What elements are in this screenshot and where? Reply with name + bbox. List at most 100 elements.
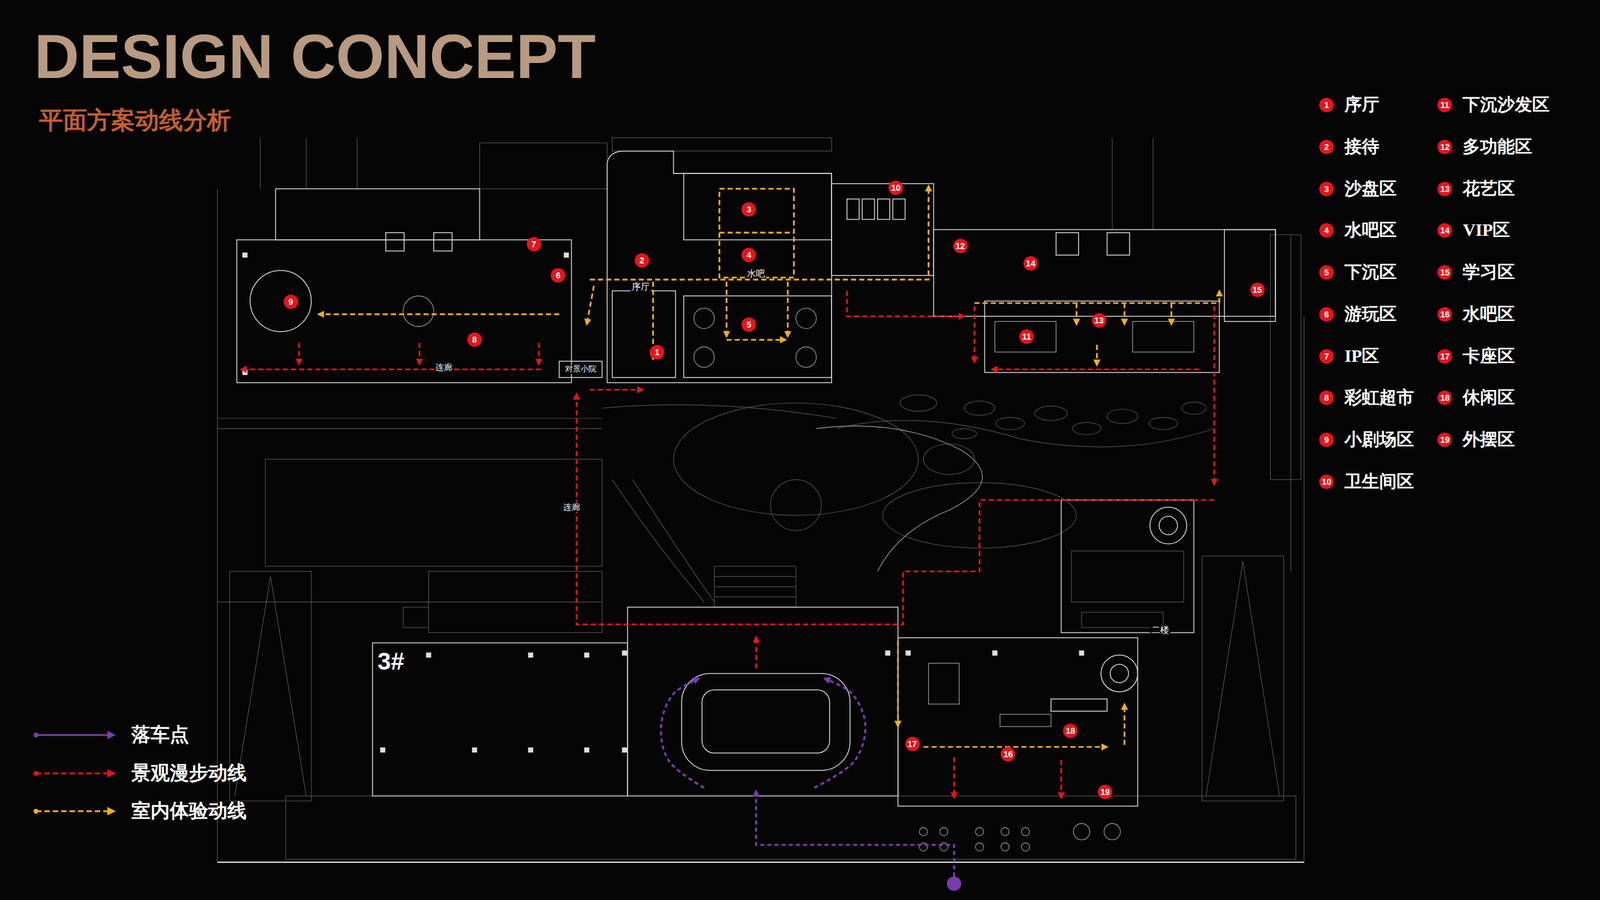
plan-line (1111, 137, 1113, 230)
callout-circle: 9 (283, 294, 299, 309)
callout-number: 13 (1440, 184, 1451, 194)
plan-ellipse (899, 394, 937, 411)
plan-outline (862, 199, 875, 220)
flow-line (847, 290, 965, 317)
plan-outline (847, 199, 860, 220)
column (425, 652, 432, 659)
plan-outline (994, 321, 1056, 353)
plan-outline (1055, 232, 1079, 255)
plan-ellipse (770, 479, 822, 531)
plan-circle (919, 827, 928, 836)
key-name: 下沉区 (1344, 260, 1397, 285)
plan-outline (898, 637, 1139, 807)
callout-marker: 19 (1097, 784, 1113, 800)
flow-line (1170, 302, 1173, 325)
key-name: 下沉沙发区 (1462, 92, 1550, 117)
plan-outline (236, 239, 572, 383)
plan-outline (372, 642, 628, 796)
callout-circle: 14 (1023, 256, 1038, 271)
key-name: 彩虹超市 (1344, 385, 1415, 410)
plan-label: 连廊 (562, 502, 582, 512)
column (242, 369, 248, 375)
plan-circle (1150, 506, 1187, 544)
flow-line (1060, 760, 1062, 798)
callout-circle: 5 (741, 317, 756, 332)
plan-path (1205, 560, 1280, 796)
plan-ellipse (923, 443, 975, 475)
plan-circle (1021, 827, 1031, 836)
plan-label: 序厅 (630, 281, 651, 292)
plan-line (714, 586, 797, 587)
callout-number: 17 (1440, 351, 1451, 362)
column (992, 650, 998, 656)
plan-outline (1202, 556, 1284, 801)
callout-marker: 14 (1023, 256, 1038, 271)
plan-circle (796, 308, 817, 329)
callout-marker: 3 (741, 202, 756, 217)
flow-line (953, 757, 956, 798)
plan-outline (612, 290, 676, 378)
callout-circle: 8 (467, 332, 482, 347)
callout-circle: 18 (1063, 723, 1078, 738)
key-item: 11下沉沙发区 (1437, 92, 1550, 117)
callout-circle: 16 (1437, 307, 1452, 322)
callout-number: 10 (1321, 476, 1332, 487)
callout-circle: 15 (1437, 265, 1452, 280)
flow-line (719, 188, 794, 278)
plan-ellipse (995, 417, 1025, 430)
callout-circle: 19 (1097, 784, 1113, 800)
callout-circle: 6 (550, 268, 566, 283)
callout-number: 6 (1324, 309, 1329, 320)
callout-number: 12 (1440, 142, 1451, 152)
column (527, 747, 534, 753)
callout-number: 8 (1324, 392, 1329, 403)
callout-circle: 17 (1437, 349, 1452, 364)
callout-circle: 2 (634, 253, 650, 268)
plan-circle (1100, 655, 1138, 692)
key-name: 外摆区 (1462, 427, 1515, 452)
flow-line (814, 678, 866, 788)
plan-outline (701, 689, 830, 753)
key-item: 9小剧场区 (1319, 427, 1415, 452)
callout-circle: 12 (953, 238, 968, 254)
column (622, 650, 628, 656)
plan-line (259, 137, 261, 189)
plan-ellipse (964, 400, 995, 416)
callout-number: 16 (1440, 309, 1451, 320)
column (622, 747, 628, 753)
key-name: 花艺区 (1462, 176, 1515, 201)
callout-marker: 2 (634, 253, 650, 268)
callout-number: 19 (1100, 787, 1110, 797)
flow-line (726, 338, 786, 341)
context-lines (217, 137, 1304, 863)
key-item: 1序厅 (1319, 92, 1380, 117)
callout-marker: 8 (467, 332, 482, 347)
callout-circle: 7 (526, 236, 542, 252)
callout-number: 19 (1440, 434, 1451, 445)
plan-outline (403, 607, 429, 628)
subtitle: 平面方案动线分析 (38, 106, 231, 135)
plan-outline (1132, 321, 1194, 353)
plan-path (607, 151, 832, 383)
plan-line (714, 596, 797, 597)
flow-line (661, 678, 705, 788)
legend-sample (32, 805, 117, 818)
callout-marker: 12 (953, 238, 968, 254)
plan-outline (681, 673, 851, 771)
callout-number: 4 (746, 250, 752, 260)
plan-outline (714, 566, 797, 608)
page-title: DESIGN CONCEPT (34, 25, 596, 88)
legend-text: 景观漫步动线 (131, 760, 247, 787)
plan-ellipse (1106, 409, 1138, 424)
flow-line (787, 281, 789, 337)
key-item: 12多功能区 (1437, 134, 1533, 159)
callout-circle: 8 (1319, 390, 1334, 405)
furniture-lines (403, 295, 1194, 851)
flow-lines (241, 185, 1220, 884)
flow-line (589, 185, 929, 280)
plan-ellipse (673, 403, 919, 516)
key-item: 5下沉区 (1319, 260, 1397, 285)
ground-line (217, 861, 1304, 863)
callout-number: 6 (555, 270, 561, 281)
